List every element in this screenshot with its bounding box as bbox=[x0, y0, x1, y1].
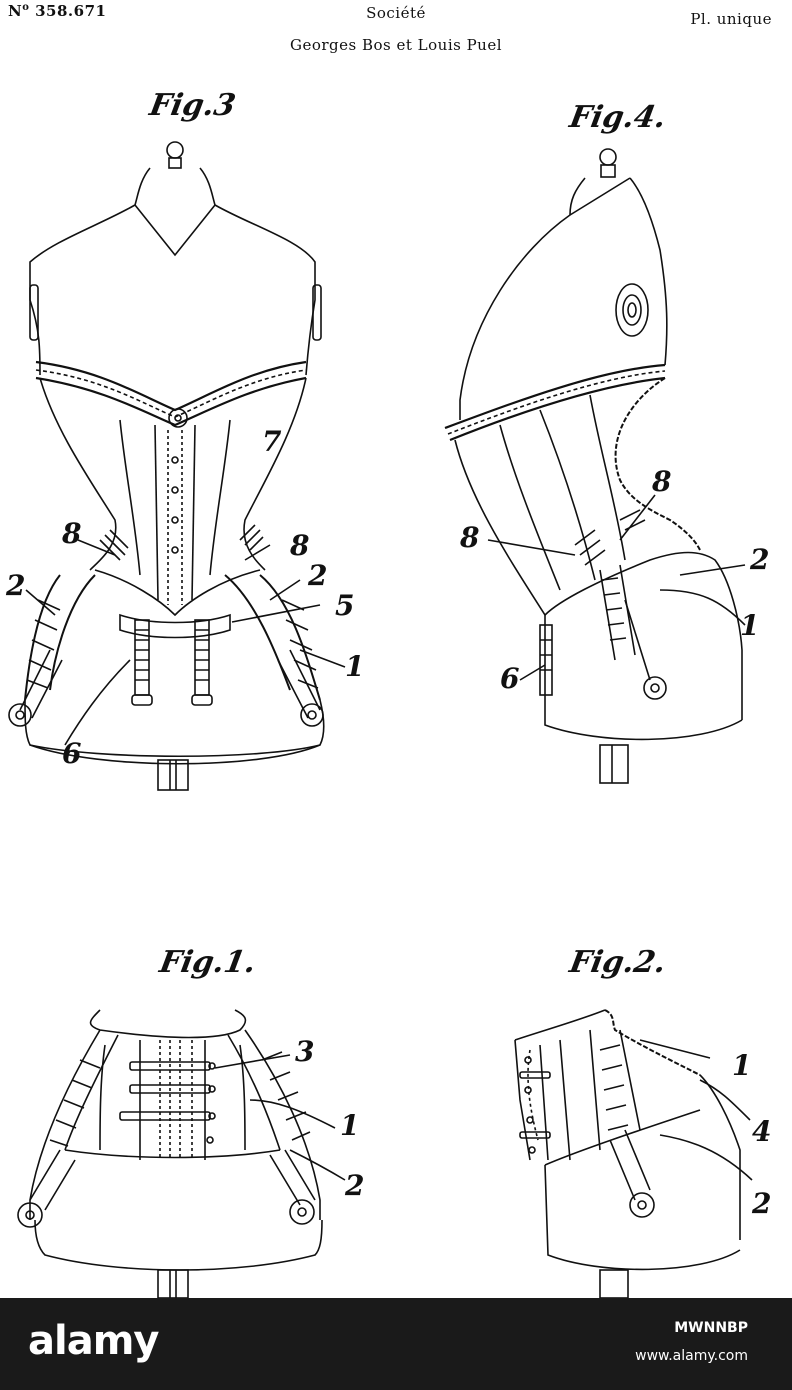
fig3-ref-7: 7 bbox=[262, 425, 282, 458]
fig4-ref-8-left: 8 bbox=[460, 521, 480, 554]
fig3-ref-8-right: 8 bbox=[290, 529, 310, 562]
stock-watermark-bar: alamy MWNNBP www.alamy.com bbox=[0, 1298, 792, 1390]
fig4-ref-8-right: 8 bbox=[652, 465, 672, 498]
plate-label: Pl. unique bbox=[690, 10, 772, 28]
fig3-ref-8-left: 8 bbox=[62, 517, 82, 550]
patent-number: No 358.671 bbox=[8, 2, 107, 20]
fig2-ref-1: 1 bbox=[732, 1049, 752, 1082]
fig4-ref-2: 2 bbox=[750, 543, 770, 576]
fig2-ref-4: 4 bbox=[752, 1115, 772, 1148]
fig1-ref-2: 2 bbox=[345, 1169, 365, 1202]
fig4-ref-1: 1 bbox=[740, 609, 760, 642]
fig3-ref-1: 1 bbox=[345, 650, 365, 683]
fig3-ref-5: 5 bbox=[335, 589, 355, 622]
image-id: MWNNBP bbox=[674, 1320, 748, 1336]
image-url: www.alamy.com bbox=[635, 1348, 748, 1364]
fig3-ref-2-left: 2 bbox=[6, 569, 26, 602]
fig2-ref-2: 2 bbox=[752, 1187, 772, 1220]
fig1-ref-3: 3 bbox=[295, 1035, 315, 1068]
fig3-ref-6: 6 bbox=[62, 737, 82, 770]
stock-brand-logo: alamy bbox=[28, 1318, 159, 1364]
company-label: Société bbox=[366, 4, 426, 22]
fig3-ref-2-right: 2 bbox=[308, 559, 328, 592]
company-names: Georges Bos et Louis Puel bbox=[289, 36, 503, 54]
fig1-ref-1: 1 bbox=[340, 1109, 360, 1142]
fig4-ref-6: 6 bbox=[500, 662, 520, 695]
